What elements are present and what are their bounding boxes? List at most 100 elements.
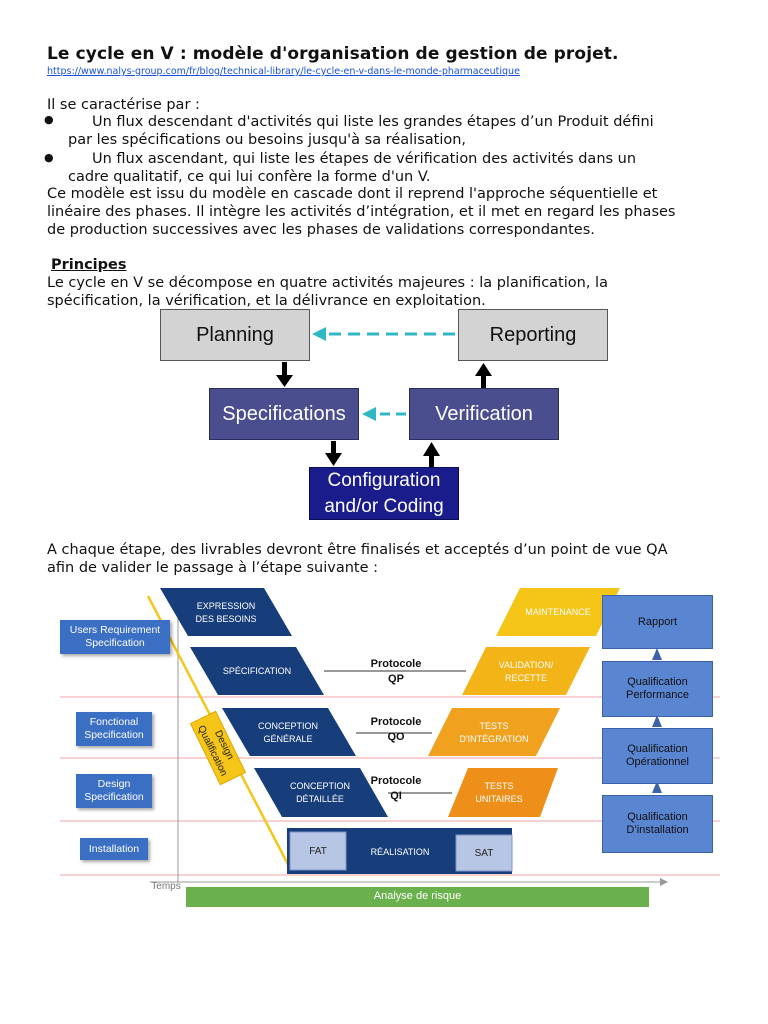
risk-bar [186, 887, 649, 907]
fat-doc-icon [289, 831, 347, 871]
flow-arrows [276, 327, 492, 468]
rapport-box: Rapport [602, 595, 713, 649]
label-line: UNITAIRES [475, 794, 523, 804]
bullet-dot: ● [44, 151, 54, 164]
maintenance-label: MAINTENANCE [525, 607, 591, 617]
bullet-2-line2: cadre qualitatif, ce qui lui confère la … [68, 169, 431, 185]
up-arrow-icon [475, 363, 492, 376]
protocole-qi: Protocole QI [360, 775, 432, 803]
protocole-qo: Protocole QO [360, 716, 432, 744]
expression-besoins-shape [160, 588, 292, 636]
left-label-users-requirement: Users Requirement Specification [60, 620, 170, 654]
label-line: TESTS [484, 781, 514, 791]
bullet-1-line1: Un flux descendant d'activités qui liste… [92, 114, 654, 130]
qualification-operationnel-box: Qualification Opérationnel [602, 728, 713, 784]
down-arrow-icon [325, 453, 342, 466]
paragraph-2-line2: afin de valider le passage à l’étape sui… [47, 560, 379, 576]
left-label-installation: Installation [80, 838, 148, 860]
arrowhead-icon [362, 407, 376, 421]
label-line: GÉNÉRALE [263, 734, 313, 744]
label-line: Specification [84, 791, 144, 803]
tests-integration-label: TESTS D'INTÉGRATION [442, 720, 546, 746]
specification-label: SPÉCIFICATION [222, 666, 292, 676]
label-line: Design [97, 778, 131, 790]
label-line: Specification [85, 637, 145, 649]
source-link[interactable]: https://www.nalys-group.com/fr/blog/tech… [47, 66, 520, 77]
label-line: EXPRESSION [196, 601, 256, 611]
arrowhead-icon [312, 327, 326, 341]
temps-label: Temps [151, 881, 181, 892]
paragraph-1-line3: de production successives avec les phase… [47, 222, 595, 238]
up-arrow-icon [423, 442, 440, 456]
label-line: D'INTÉGRATION [459, 734, 529, 744]
label-line: Qualification [627, 743, 688, 755]
qualification-installation-box: Qualification D’installation [602, 795, 713, 853]
label-line: Protocole [370, 658, 422, 670]
specification-shape [190, 647, 324, 695]
fat-label: FAT [309, 846, 327, 857]
label-line: Specification [84, 729, 144, 741]
up-arrow-icon [652, 648, 662, 660]
principes-line2: spécification, la vérification, et la dé… [47, 293, 486, 309]
expression-besoins-label: EXPRESSION DES BESOINS [178, 600, 274, 626]
conception-detaillee-label: CONCEPTION DÉTAILLÉE [270, 780, 370, 806]
label-line: Qualification [627, 811, 688, 823]
label-line: QI [390, 790, 402, 802]
conception-generale-shape [222, 708, 356, 756]
protocole-qp: Protocole QP [360, 658, 432, 686]
arrow-shaft [429, 454, 434, 468]
tests-unitaires-shape [448, 768, 558, 817]
bullet-1-line2: par les spécifications ou besoins jusqu'… [68, 132, 467, 148]
label-line: QO [387, 731, 405, 743]
label-line: Performance [626, 689, 689, 701]
paragraph-2-line1: A chaque étape, des livrables devront êt… [47, 542, 668, 558]
configuration-line2: and/or Coding [324, 495, 444, 517]
label-line: Protocole [370, 716, 422, 728]
arrow-shaft [481, 374, 486, 388]
validation-recette-shape [462, 647, 590, 695]
tests-integration-shape [428, 708, 560, 756]
paragraph-1-line2: linéaire des phases. Il intègre les acti… [47, 204, 676, 220]
planning-box: Planning [160, 309, 310, 361]
label-line: TESTS [479, 721, 509, 731]
axis-arrow-icon [660, 878, 668, 886]
label-line: VALIDATION/ [498, 660, 554, 670]
paragraph-1-line1: Ce modèle est issu du modèle en cascade … [47, 186, 658, 202]
down-arrow-icon [276, 375, 293, 387]
intro-text: Il se caractérise par : [47, 97, 200, 113]
principes-line1: Le cycle en V se décompose en quatre act… [47, 275, 608, 291]
tests-unitaires-label: TESTS UNITAIRES [452, 780, 546, 806]
specifications-box: Specifications [209, 388, 359, 440]
conception-detaillee-shape [254, 768, 388, 817]
left-label-fonctional: Fonctional Specification [76, 712, 152, 746]
label-line: Qualification [627, 676, 688, 688]
label-line: QP [388, 673, 404, 685]
qualification-performance-box: Qualification Performance [602, 661, 713, 717]
realisation-label: RÉALISATION [370, 847, 430, 857]
arrow-shaft [331, 441, 336, 455]
conception-generale-label: CONCEPTION GÉNÉRALE [238, 720, 338, 746]
maintenance-shape [496, 588, 620, 636]
arrow-shaft [282, 362, 287, 377]
label-line: Users Requirement [69, 624, 161, 636]
bullet-dot: ● [44, 113, 54, 126]
risk-label: Analyse de risque [373, 890, 462, 902]
verification-box: Verification [409, 388, 559, 440]
label-line: RECETTE [504, 673, 547, 683]
configuration-line1: Configuration [327, 469, 441, 491]
up-arrow-icon [652, 715, 662, 727]
left-label-design: Design Specification [76, 774, 152, 808]
sat-doc-icon [455, 834, 513, 872]
label-line: Opérationnel [626, 756, 689, 768]
sat-label: SAT [474, 848, 494, 859]
label-line: Protocole [370, 775, 422, 787]
label-line: CONCEPTION [289, 781, 350, 791]
label-line: DÉTAILLÉE [296, 794, 344, 804]
validation-recette-label: VALIDATION/ RECETTE [474, 659, 578, 685]
configuration-box: Configuration and/or Coding [309, 467, 459, 520]
label-line: DES BESOINS [195, 614, 257, 624]
label-line: Fonctional [89, 716, 139, 728]
reporting-box: Reporting [458, 309, 608, 361]
label-line: D’installation [626, 824, 689, 836]
